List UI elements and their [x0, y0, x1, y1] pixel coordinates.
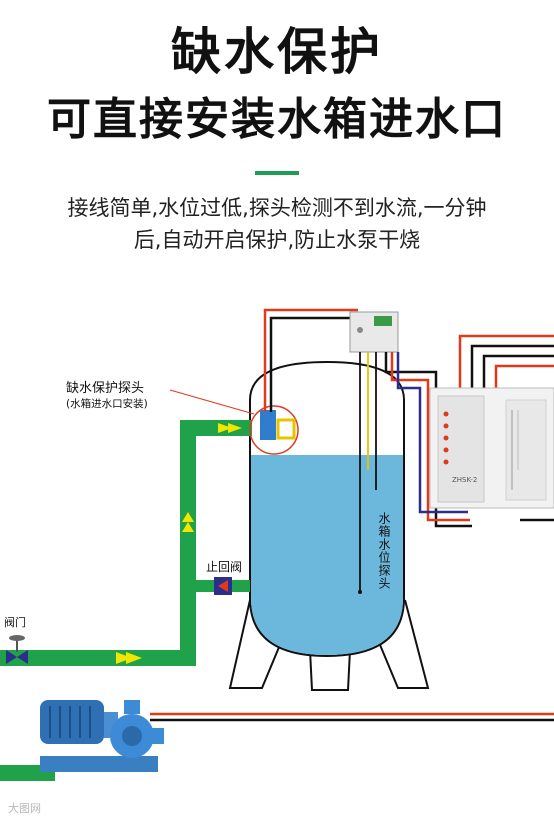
description: 接线简单,水位过低,探头检测不到水流,一分钟 后,自动开启保护,防止水泵干烧	[30, 192, 524, 256]
controller-model: ZHSK-2	[452, 476, 478, 484]
check-valve-icon	[214, 577, 232, 595]
probe-label: 缺水保护探头	[66, 381, 145, 396]
level-probe-label: 水箱水位探头	[377, 512, 391, 590]
probe-wires	[263, 308, 358, 412]
page-subtitle: 可直接安装水箱进水口	[47, 94, 507, 145]
supply-pipe	[0, 420, 252, 781]
water-pump-icon	[40, 700, 164, 772]
flow-arrows	[116, 423, 242, 664]
check-valve-label: 止回阀	[206, 560, 243, 574]
title-divider	[255, 171, 299, 175]
level-controller	[429, 387, 554, 509]
junction-box	[349, 311, 399, 353]
gate-valve-icon	[6, 635, 28, 664]
watermark: 大图网	[8, 802, 41, 815]
page-title: 缺水保护	[171, 23, 383, 81]
valve-label: 阀门	[4, 616, 26, 629]
description-line-1: 接线简单,水位过低,探头检测不到水流,一分钟	[67, 196, 487, 220]
tank-water	[251, 455, 403, 655]
water-tank	[249, 360, 405, 658]
tank-legs	[228, 599, 430, 691]
level-probe-wires	[359, 352, 377, 592]
probe-note: (水箱进水口安装)	[66, 398, 148, 410]
description-line-2: 后,自动开启保护,防止水泵干烧	[133, 228, 421, 252]
power-lines	[150, 712, 554, 722]
shortage-probe	[249, 405, 299, 455]
